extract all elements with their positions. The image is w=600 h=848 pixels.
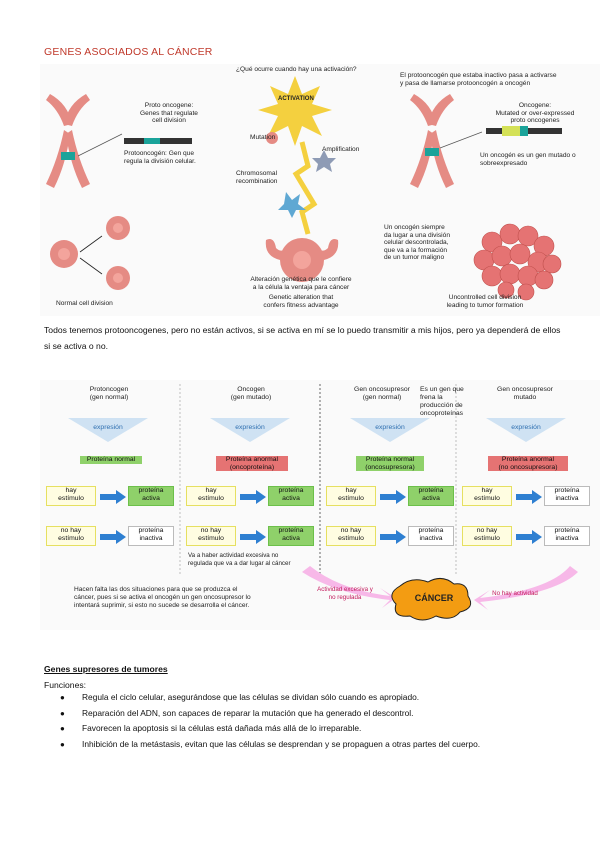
tumor-cluster-icon (474, 224, 561, 300)
mutation-label: Mutation (250, 134, 275, 142)
stimulus-3: hay estímulo (326, 486, 376, 506)
stimulus-1: hay estímulo (46, 486, 96, 506)
protein-normal-1: Proteína normal (80, 456, 142, 464)
inactive-4: proteína inactiva (544, 486, 590, 506)
protein-abnormal-2: Proteína anormal (oncoproteína) (216, 456, 288, 471)
list-item: Reparación del ADN, son capaces de repar… (60, 706, 580, 722)
oncogene-es: Un oncogén es un gen mutado o sobreexpre… (480, 152, 576, 167)
expresion-4: expresión (502, 424, 550, 432)
stimulus-4: hay estímulo (462, 486, 512, 506)
no-stimulus-2: no hay estímulo (186, 526, 236, 546)
functions-list: Regula el ciclo celular, asegurándose qu… (60, 690, 580, 752)
expresion-2: expresión (226, 424, 274, 432)
excess-note: Va a haber actividad excesiva no regulad… (188, 552, 318, 568)
proto-oncogene-label: Proto oncogene: Genes that regulate cell… (124, 102, 214, 125)
section-title: Genes supresores de tumores (44, 664, 168, 674)
no-stimulus-4: no hay estímulo (462, 526, 512, 546)
bottom-note: Hacen falta las dos situaciones para que… (74, 586, 304, 610)
cell-division-icon (50, 216, 130, 290)
expresion-1: expresión (84, 424, 132, 432)
active-3: proteína activa (408, 486, 454, 506)
inactive-1: proteína inactiva (128, 526, 174, 546)
question-label: ¿Qué ocurre cuando hay una activación? (236, 66, 357, 74)
page-title: GENES ASOCIADOS AL CÁNCER (44, 46, 213, 58)
active-1: proteína activa (128, 486, 174, 506)
alteration-en: Genetic alteration that confers fitness … (236, 294, 366, 309)
activation-label: ACTIVATION (278, 96, 314, 104)
right-top-note: El protooncogén que estaba inactivo pasa… (400, 72, 596, 87)
no-stimulus-1: no hay estímulo (46, 526, 96, 546)
proto-oncogene-es: Protooncogén: Gen que regula la división… (124, 150, 196, 165)
no-activity-label: No hay actividad (480, 590, 550, 598)
chromosomal-label: Chromosomal recombination (236, 170, 277, 185)
col2-title: Oncogen (gen mutado) (216, 386, 286, 402)
alteration-es: Alteración genética que le confiere a la… (236, 276, 366, 291)
cancer-label: CÁNCER (404, 594, 464, 602)
oncogen-tumor-note: Un oncogén siempre da lugar a una divisi… (384, 224, 480, 262)
inactive-3: proteína inactiva (408, 526, 454, 546)
amplification-label: Amplification (322, 146, 359, 154)
list-item: Favorecen la apoptosis si la células est… (60, 721, 580, 737)
oncogene-suppressor-diagram: Protoncogen (gen normal) Oncogen (gen mu… (40, 380, 600, 630)
list-item: Regula el ciclo celular, asegurándose qu… (60, 690, 580, 706)
list-item: Inhibición de la metástasis, evitan que … (60, 737, 580, 753)
chromosome-icon-right (410, 94, 454, 188)
col3-title: Gen oncosupresor (gen normal) (340, 386, 424, 402)
expresion-3: expresión (366, 424, 414, 432)
functions-label: Funciones: (44, 680, 86, 690)
uncontrolled-label: Uncontrolled cell division leading to tu… (420, 294, 550, 309)
oncogene-figure: ¿Qué ocurre cuando hay una activación? P… (40, 64, 600, 316)
active-2b: proteína activa (268, 526, 314, 546)
chromosome-icon-left (46, 94, 90, 188)
no-stimulus-3: no hay estímulo (326, 526, 376, 546)
col1-title: Protoncogen (gen normal) (74, 386, 144, 402)
stimulus-2: hay estímulo (186, 486, 236, 506)
protein-normal-3: Proteína normal (oncosupresora) (356, 456, 424, 471)
oncogene-label: Oncogene: Mutated or over-expressed prot… (480, 102, 590, 125)
normal-division-label: Normal cell division (56, 300, 113, 308)
protein-abnormal-4: Proteína anormal (no oncosupresora) (488, 456, 568, 471)
activity-label: Actividad excesiva y no regulada (310, 586, 380, 602)
col3-note: Es un gen que frena la producción de onc… (420, 386, 476, 418)
inactive-4b: proteína inactiva (544, 526, 590, 546)
active-2: proteína activa (268, 486, 314, 506)
protooncogene-paragraph: Todos tenemos protooncogenes, pero no es… (44, 322, 564, 354)
col4-title: Gen oncosupresor mutado (480, 386, 570, 402)
